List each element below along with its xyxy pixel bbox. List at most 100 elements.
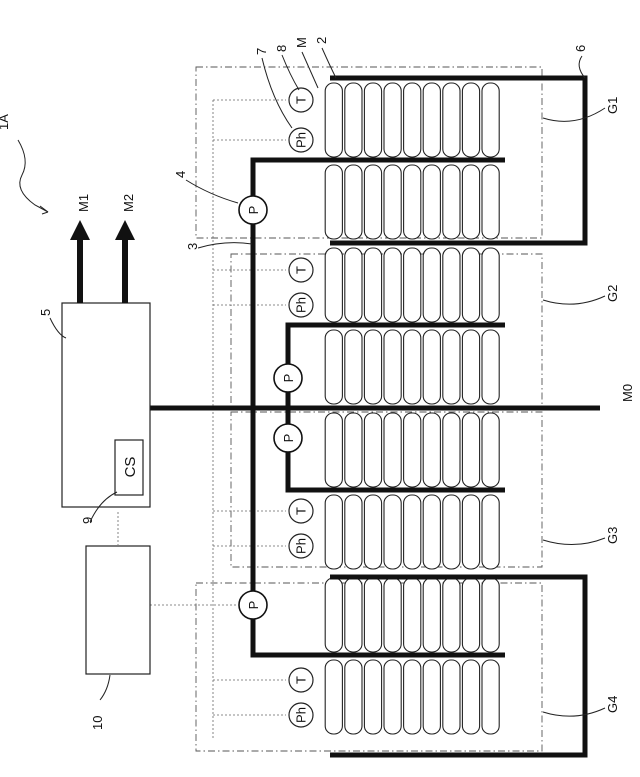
battery-cell: [443, 660, 460, 734]
battery-cell: [345, 165, 362, 239]
battery-cell: [345, 83, 362, 157]
battery-cell: [364, 578, 381, 652]
pump-symbol: P: [246, 601, 261, 610]
ph-sensor-symbol: Ph: [294, 538, 309, 554]
pump-symbol: P: [281, 434, 296, 443]
battery-cell: [325, 495, 342, 569]
pump-symbol: P: [281, 374, 296, 383]
battery-cell: [404, 83, 421, 157]
battery-cell: [482, 165, 499, 239]
group-g3-label: G3: [605, 527, 620, 544]
ph-sensor-symbol: Ph: [294, 707, 309, 723]
output-m2: M2: [121, 194, 136, 212]
battery-cell: [384, 330, 401, 404]
temperature-sensor-symbol: T: [294, 507, 309, 515]
battery-cell: [462, 248, 479, 322]
battery-cell: [384, 578, 401, 652]
ref-m: M: [294, 37, 309, 48]
battery-cell: [482, 83, 499, 157]
battery-cell: [404, 330, 421, 404]
ref-7: 7: [254, 48, 269, 55]
battery-cell: [325, 248, 342, 322]
ref-5: 5: [38, 309, 53, 316]
battery-cell: [364, 83, 381, 157]
battery-cell: [345, 660, 362, 734]
pump-symbol: P: [246, 206, 261, 215]
battery-cell: [325, 330, 342, 404]
battery-cell: [404, 660, 421, 734]
ref-3: 3: [185, 243, 200, 250]
battery-cell: [462, 165, 479, 239]
battery-cell: [345, 248, 362, 322]
battery-cell: [423, 330, 440, 404]
battery-cell: [423, 413, 440, 487]
group-g4-label: G4: [605, 696, 620, 713]
battery-cell: [423, 660, 440, 734]
battery-cell: [443, 413, 460, 487]
battery-cell: [325, 413, 342, 487]
battery-cell: [423, 495, 440, 569]
battery-cell: [345, 495, 362, 569]
figure-label: 1A: [0, 114, 11, 130]
battery-cell: [364, 495, 381, 569]
controller-box: [86, 546, 150, 674]
battery-cell: [404, 495, 421, 569]
main-line-label: M0: [620, 384, 635, 402]
group-g2-label: G2: [605, 285, 620, 302]
ph-sensor-symbol: Ph: [294, 297, 309, 313]
ref-10: 10: [90, 716, 105, 730]
temperature-sensor-symbol: T: [294, 676, 309, 684]
battery-cell: [364, 413, 381, 487]
battery-cell: [462, 330, 479, 404]
battery-cell: [384, 660, 401, 734]
battery-cell: [404, 248, 421, 322]
battery-cell: [325, 578, 342, 652]
ph-sensor-symbol: Ph: [294, 132, 309, 148]
battery-cell: [482, 413, 499, 487]
ref-6: 6: [573, 45, 588, 52]
battery-cell: [364, 330, 381, 404]
ref-2: 2: [314, 37, 329, 44]
battery-cell: [384, 83, 401, 157]
battery-cell: [443, 330, 460, 404]
output-m1: M1: [76, 194, 91, 212]
battery-cell: [384, 495, 401, 569]
cs-label: CS: [122, 457, 139, 478]
battery-cell: [384, 248, 401, 322]
battery-cell: [443, 248, 460, 322]
battery-cell: [384, 165, 401, 239]
ref-4: 4: [173, 171, 188, 178]
battery-cell: [423, 248, 440, 322]
battery-cell: [423, 578, 440, 652]
battery-cell: [462, 578, 479, 652]
battery-cell: [345, 578, 362, 652]
battery-cell: [345, 413, 362, 487]
battery-cell: [462, 660, 479, 734]
battery-cell: [364, 165, 381, 239]
battery-cell: [325, 165, 342, 239]
battery-cell: [364, 660, 381, 734]
battery-cell: [482, 660, 499, 734]
battery-cell: [443, 495, 460, 569]
battery-cell: [482, 495, 499, 569]
group-g1-label: G1: [605, 97, 620, 114]
battery-cell: [404, 413, 421, 487]
battery-cell: [462, 413, 479, 487]
battery-cell: [364, 248, 381, 322]
ref-8: 8: [274, 45, 289, 52]
battery-cell: [443, 578, 460, 652]
battery-cell: [462, 83, 479, 157]
temperature-sensor-symbol: T: [294, 96, 309, 104]
battery-cell: [325, 660, 342, 734]
battery-cell: [482, 578, 499, 652]
battery-cell: [443, 165, 460, 239]
battery-cell: [345, 330, 362, 404]
battery-cell: [404, 578, 421, 652]
battery-cell: [384, 413, 401, 487]
battery-cell: [325, 83, 342, 157]
battery-cell: [482, 248, 499, 322]
output-arrows: [70, 220, 135, 303]
battery-cell: [423, 83, 440, 157]
battery-cell: [404, 165, 421, 239]
battery-cell: [482, 330, 499, 404]
